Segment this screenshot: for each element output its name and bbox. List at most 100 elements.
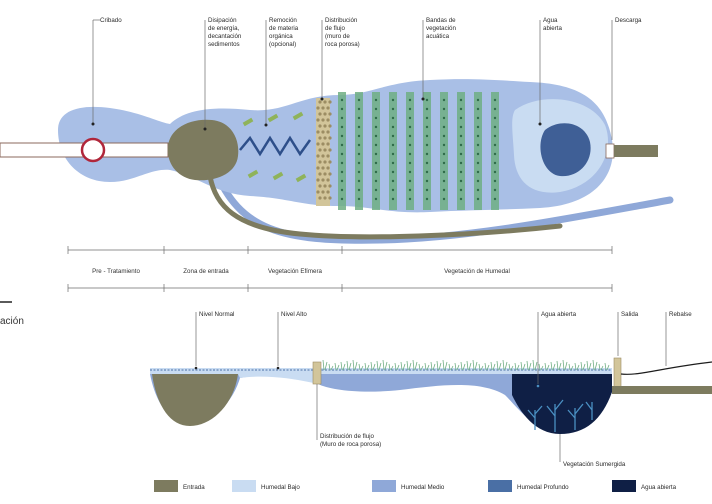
- vegetation-dot: [409, 153, 411, 155]
- label-disipacion: Disipación de energía, decantación sedim…: [208, 17, 243, 48]
- vegetation-dot: [494, 189, 496, 191]
- rock-dot: [326, 190, 329, 193]
- rock-dot: [321, 178, 324, 181]
- vegetation-dot: [358, 171, 360, 173]
- vegetation-dot: [477, 153, 479, 155]
- section-outlet-pipe: [612, 386, 712, 394]
- vegetation-dot: [409, 171, 411, 173]
- vegetation-dot: [477, 135, 479, 137]
- vegetation-dot: [341, 144, 343, 146]
- vegetation-dot: [460, 198, 462, 200]
- rock-dot: [323, 136, 326, 139]
- vegetation-dot: [341, 153, 343, 155]
- vegetation-dot: [494, 180, 496, 182]
- vegetation-dot: [409, 198, 411, 200]
- rock-dot: [328, 196, 331, 199]
- rock-dot: [323, 124, 326, 127]
- vegetation-dot: [341, 171, 343, 173]
- rock-dot: [326, 166, 329, 169]
- rock-dot: [326, 130, 329, 133]
- zone-humedal: Vegetación de Humedal: [444, 268, 510, 275]
- vegetation-dot: [477, 180, 479, 182]
- vegetation-dot: [375, 108, 377, 110]
- vegetation-dot: [426, 171, 428, 173]
- cribado-screen: [82, 139, 104, 161]
- vegetation-dot: [409, 189, 411, 191]
- vegetation-dot: [460, 162, 462, 164]
- vegetation-dot: [494, 108, 496, 110]
- label-rebalse: Rebalse: [669, 311, 692, 318]
- rock-dot: [318, 184, 321, 187]
- vegetation-dot: [460, 189, 462, 191]
- section-entrada: [152, 374, 238, 426]
- vegetation-dot: [392, 126, 394, 128]
- legend-swatch-humedal-bajo: [232, 480, 256, 492]
- vegetation-dot: [477, 198, 479, 200]
- rock-dot: [316, 178, 319, 181]
- label-agua-abierta-section: Agua abierta: [541, 311, 577, 318]
- rock-dot: [328, 136, 331, 139]
- rock-dot: [326, 106, 329, 109]
- rock-dot: [316, 166, 319, 169]
- vegetation-dot: [443, 171, 445, 173]
- vegetation-dot: [426, 189, 428, 191]
- vegetation-dot: [341, 180, 343, 182]
- legend-swatch-humedal-profundo: [488, 480, 512, 492]
- vegetation-dot: [341, 198, 343, 200]
- vegetation-dot: [358, 99, 360, 101]
- vegetation-dot: [375, 162, 377, 164]
- vegetation-dot: [477, 189, 479, 191]
- label-vegetacion-sumergida: Vegetación Sumergida: [563, 461, 626, 468]
- vegetation-dot: [477, 171, 479, 173]
- vegetation-dot: [443, 180, 445, 182]
- vegetation-dot: [375, 117, 377, 119]
- rock-dot: [316, 118, 319, 121]
- vegetation-dot: [477, 126, 479, 128]
- vegetation-dot: [494, 117, 496, 119]
- discharge-pipe-inner: [606, 144, 614, 158]
- vegetation-dot: [426, 99, 428, 101]
- legend: Entrada Humedal Bajo Humedal Medio Humed…: [154, 480, 677, 492]
- vegetation-dot: [409, 144, 411, 146]
- vegetation-dot: [375, 135, 377, 137]
- label-remocion: Remoción de materia orgánica (opcional): [269, 17, 300, 48]
- vegetation-dot: [375, 171, 377, 173]
- vegetation-dot: [426, 135, 428, 137]
- vegetation-dot: [494, 153, 496, 155]
- vegetation-dot: [477, 162, 479, 164]
- vegetation-dot: [375, 198, 377, 200]
- legend-swatch-entrada: [154, 480, 178, 492]
- vegetation-dot: [392, 162, 394, 164]
- rock-dot: [326, 142, 329, 145]
- legend-swatch-agua-abierta: [612, 480, 636, 492]
- vegetation-dot: [494, 135, 496, 137]
- legend-label-agua-abierta: Agua abierta: [641, 484, 677, 491]
- rock-dot: [316, 106, 319, 109]
- vegetation-dot: [341, 135, 343, 137]
- vegetation-dot: [358, 162, 360, 164]
- vegetation-dot: [460, 171, 462, 173]
- water-surface: [150, 368, 612, 374]
- vegetation-dot: [494, 162, 496, 164]
- vegetation-dot: [358, 180, 360, 182]
- vegetation-dot: [375, 144, 377, 146]
- rock-dot: [321, 118, 324, 121]
- vegetation-dot: [443, 99, 445, 101]
- zone-pretratamiento: Pre - Tratamiento: [92, 268, 140, 275]
- vegetation-dot: [443, 108, 445, 110]
- vegetation-dot: [392, 180, 394, 182]
- vegetation-dot: [443, 153, 445, 155]
- vegetation-dot: [477, 144, 479, 146]
- rock-dot: [328, 148, 331, 151]
- vegetation-dot: [409, 135, 411, 137]
- side-fragment: ación: [0, 316, 24, 327]
- vegetation-dot: [443, 126, 445, 128]
- vegetation-dot: [426, 144, 428, 146]
- vegetation-dot: [358, 189, 360, 191]
- legend-label-humedal-profundo: Humedal Profundo: [517, 484, 569, 491]
- vegetation-dot: [426, 126, 428, 128]
- label-distribucion-flujo: Distribución de flujo (Muro de roca poro…: [320, 433, 381, 448]
- rock-dot: [318, 148, 321, 151]
- vegetation-dot: [392, 135, 394, 137]
- vegetation-dot: [494, 198, 496, 200]
